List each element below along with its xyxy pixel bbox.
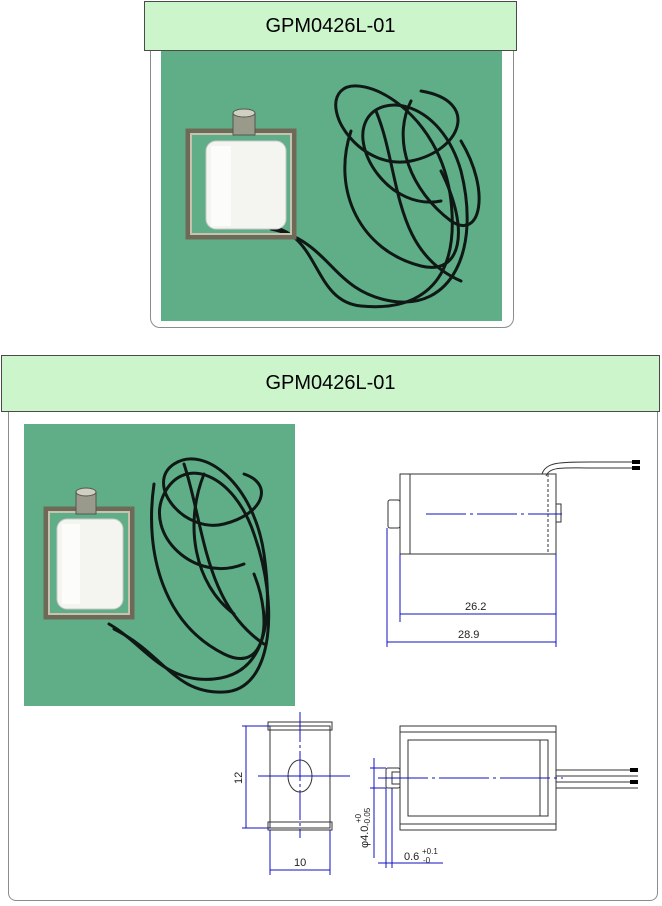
section-dim-plunger-diameter: φ4.0 bbox=[359, 826, 371, 848]
end-dim-width: 10 bbox=[294, 857, 306, 869]
top-card-title: GPM0426L-01 bbox=[144, 1, 517, 51]
section-view-drawing: φ4.0 +0 -0.05 0.6 +0.1 -0 bbox=[354, 725, 638, 868]
bottom-product-photo bbox=[24, 424, 295, 706]
top-product-photo bbox=[161, 51, 502, 321]
section-dim-gap-tol-upper: +0.1 bbox=[422, 847, 438, 856]
end-dim-height: 12 bbox=[233, 772, 245, 784]
bottom-card-title: GPM0426L-01 bbox=[1, 355, 660, 412]
section-dim-plunger-tol-lower: -0.05 bbox=[363, 807, 372, 826]
side-dim-overall-length: 28.9 bbox=[458, 629, 479, 641]
section-dim-gap-tol-lower: -0 bbox=[423, 856, 431, 865]
bottom-card-title-text: GPM0426L-01 bbox=[265, 372, 396, 394]
side-dim-inner-length: 26.2 bbox=[465, 601, 486, 613]
section-dim-gap: 0.6 bbox=[404, 851, 419, 863]
section-dim-plunger-tol-upper: +0 bbox=[354, 813, 363, 823]
top-card-title-text: GPM0426L-01 bbox=[265, 14, 396, 37]
end-view-drawing: 12 10 bbox=[233, 712, 350, 875]
side-view-drawing: 26.2 28.9 bbox=[386, 460, 640, 647]
